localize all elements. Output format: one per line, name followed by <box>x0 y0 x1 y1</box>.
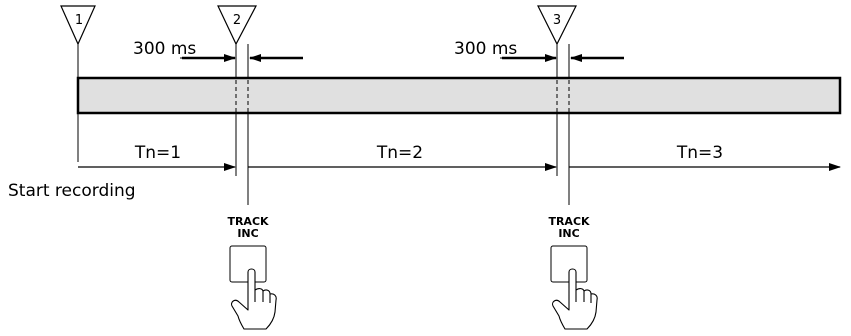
track-inc-2-line1: TRACK <box>548 215 590 228</box>
track-inc-button-1: TRACK INC <box>227 215 277 330</box>
segment-1-label: Tn=1 <box>134 143 181 163</box>
segment-3-label: Tn=3 <box>676 143 723 163</box>
marker-1: 1 <box>60 5 96 46</box>
marker-2: 2 <box>217 5 257 46</box>
pressing-finger-icon <box>552 268 598 330</box>
track-inc-1-line2: INC <box>237 227 258 240</box>
gap-label-2: 300 ms <box>454 39 517 59</box>
gap-label-1: 300 ms <box>133 39 196 59</box>
marker-2-label: 2 <box>233 13 241 28</box>
start-recording-label: Start recording <box>8 181 136 201</box>
track-inc-1-line1: TRACK <box>227 215 269 228</box>
marker-3-label: 3 <box>553 13 561 28</box>
pressing-finger-icon <box>231 268 277 330</box>
segment-2-label: Tn=2 <box>376 143 423 163</box>
track-inc-2-line2: INC <box>558 227 579 240</box>
recording-bar <box>76 76 842 115</box>
marker-1-label: 1 <box>75 13 83 28</box>
track-inc-button-2: TRACK INC <box>548 215 598 330</box>
marker-3: 3 <box>537 5 577 46</box>
